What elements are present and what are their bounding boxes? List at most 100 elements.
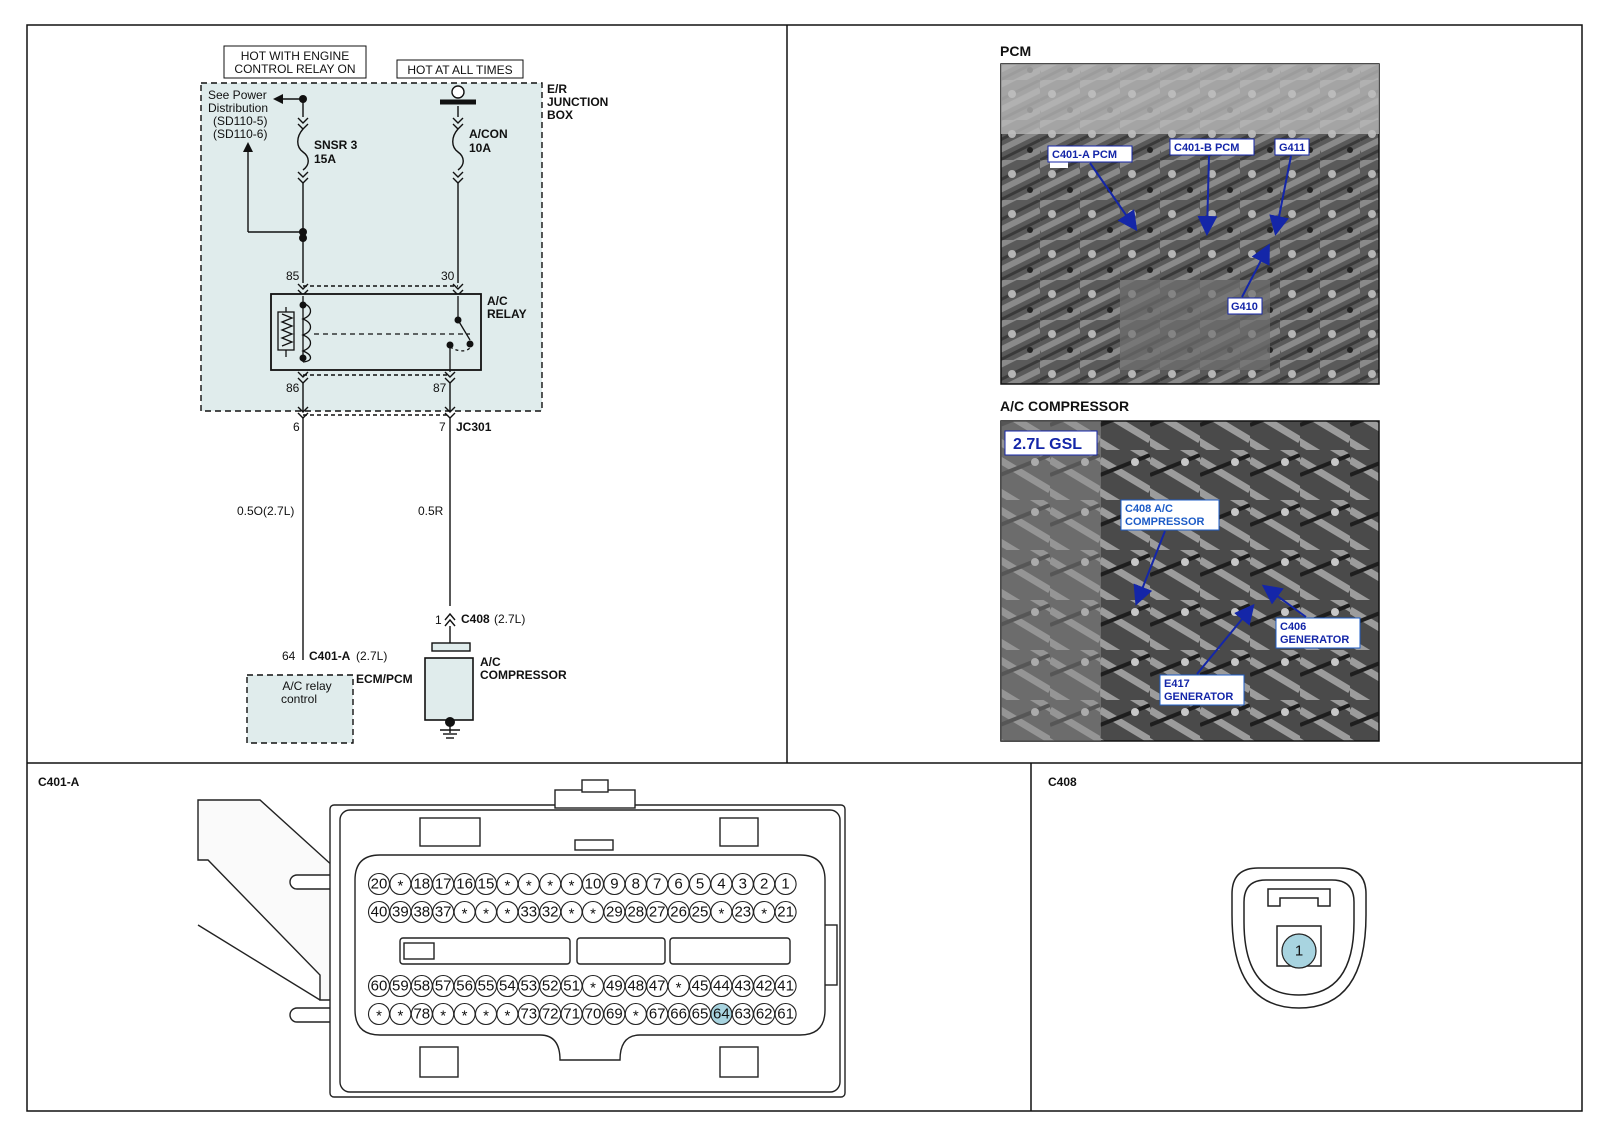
ecm-box-line1: A/C relay bbox=[282, 679, 331, 693]
c401a-pin-label: * bbox=[397, 1008, 403, 1025]
c401a-pin-label: 3 bbox=[739, 876, 747, 893]
c401a-pin-label: 47 bbox=[649, 978, 666, 995]
c401a-pin-label: * bbox=[590, 980, 596, 997]
c401a-pin-label: 72 bbox=[542, 1006, 559, 1023]
callout-c408-line1: C408 A/C bbox=[1125, 503, 1173, 515]
ecm-label: ECM/PCM bbox=[356, 672, 413, 686]
supply-relay-line2: CONTROL RELAY ON bbox=[234, 62, 355, 76]
c401a-pin-label: 64 bbox=[713, 1006, 730, 1023]
callout-c406-line2: GENERATOR bbox=[1280, 634, 1349, 646]
pcm-photo-title: PCM bbox=[1000, 43, 1031, 59]
c401a-pin-label: 29 bbox=[606, 904, 623, 921]
c401a-pin-label: * bbox=[676, 980, 682, 997]
c401a-pin-label: 41 bbox=[777, 978, 794, 995]
c401a-pin-label: 1 bbox=[781, 876, 789, 893]
c401a-pin-label: 21 bbox=[777, 904, 794, 921]
callout-c401b-pcm: C401-B PCM bbox=[1174, 142, 1239, 154]
c401a-pin bbox=[774, 974, 797, 998]
callout-e417-line1: E417 bbox=[1164, 678, 1190, 690]
c401a-pin-label: 7 bbox=[653, 876, 661, 893]
fuse1-rating: 15A bbox=[314, 152, 336, 166]
c408-pin-label: 1 bbox=[1295, 943, 1303, 960]
c401a-pin-label: 25 bbox=[692, 904, 709, 921]
compressor-label-2: COMPRESSOR bbox=[480, 668, 567, 682]
callout-c406-line1: C406 bbox=[1280, 621, 1306, 633]
c401a-pin-label: * bbox=[633, 1008, 639, 1025]
c401a-pin-label: * bbox=[569, 906, 575, 923]
c401a-pin-label: * bbox=[462, 1008, 468, 1025]
c401a-pin-label: 40 bbox=[371, 904, 388, 921]
relay-pin-30: 30 bbox=[441, 269, 455, 283]
c408-pin: 1 bbox=[435, 613, 442, 627]
c401a-pin-label: 54 bbox=[499, 978, 516, 995]
c401a-pin-label: 61 bbox=[777, 1006, 794, 1023]
c401a-pin-label: 15 bbox=[478, 876, 495, 893]
c401a-pin-label: 43 bbox=[734, 978, 751, 995]
callout-e417-line2: GENERATOR bbox=[1164, 691, 1233, 703]
c401a-pin-label: 16 bbox=[456, 876, 473, 893]
engine-badge: 2.7L GSL bbox=[1013, 436, 1082, 453]
compressor-photo-title: A/C COMPRESSOR bbox=[1000, 398, 1129, 414]
c401a-pin-label: 59 bbox=[392, 978, 409, 995]
c401a-pin-label: 78 bbox=[413, 1006, 430, 1023]
c401a-pin-label: 65 bbox=[692, 1006, 709, 1023]
c401a-pin-label: * bbox=[483, 1008, 489, 1025]
c401a-name: C401-A bbox=[309, 649, 351, 663]
c401a-pin-label: 67 bbox=[649, 1006, 666, 1023]
c401a-pin-label: 18 bbox=[413, 876, 430, 893]
c408-connector-panel: C408 1 bbox=[1048, 775, 1367, 1009]
ecm-box bbox=[246, 674, 354, 744]
c401a-pin-label: 23 bbox=[734, 904, 751, 921]
c401a-pin-label: 38 bbox=[413, 904, 430, 921]
supply-always-label: HOT AT ALL TIMES bbox=[407, 63, 512, 77]
relay-pin-87: 87 bbox=[433, 381, 447, 395]
c401a-pin-label: * bbox=[462, 906, 468, 923]
c401a-pin-label: 20 bbox=[371, 876, 388, 893]
relay-name-2: RELAY bbox=[487, 307, 527, 321]
c401a-pin-label: 5 bbox=[696, 876, 704, 893]
c401a-pin-label: * bbox=[397, 878, 403, 895]
relay-pin-85: 85 bbox=[286, 269, 300, 283]
junction-box-label-2: JUNCTION bbox=[547, 95, 608, 109]
callout-c408-line2: COMPRESSOR bbox=[1125, 516, 1205, 528]
c401a-pin bbox=[774, 1002, 797, 1026]
c401a-pin-label: 10 bbox=[585, 876, 602, 893]
c401a-connector-panel: C401-A 20*1 bbox=[38, 775, 846, 1098]
junction-box-label-1: E/R bbox=[547, 82, 567, 96]
c401a-pin-label: 27 bbox=[649, 904, 666, 921]
c401a-pin bbox=[774, 900, 797, 924]
c401a-pin-label: 60 bbox=[371, 978, 388, 995]
c401a-pin-label: * bbox=[504, 906, 510, 923]
c401a-pin-label: 28 bbox=[627, 904, 644, 921]
c401a-pin-label: * bbox=[718, 906, 724, 923]
c401a-pin-label: 33 bbox=[520, 904, 537, 921]
c401a-pin-label: 45 bbox=[692, 978, 709, 995]
junction-box-label-3: BOX bbox=[547, 108, 573, 122]
c401a-pin-label: * bbox=[590, 906, 596, 923]
compressor-photo-panel: A/C COMPRESSOR 2.7L GSL C408 A/C COMPRES… bbox=[1000, 398, 1380, 742]
c401a-pin-label: 73 bbox=[520, 1006, 537, 1023]
c401a-pin-label: * bbox=[376, 1008, 382, 1025]
jc-pin-6: 6 bbox=[293, 420, 300, 434]
c408-pin-1 bbox=[1281, 933, 1317, 969]
c401a-pin-label: * bbox=[547, 878, 553, 895]
see-power-3: (SD110-5) bbox=[213, 114, 267, 128]
c401a-pin-label: 32 bbox=[542, 904, 559, 921]
c401a-pin-label: * bbox=[569, 878, 575, 895]
c401a-pin-label: 55 bbox=[478, 978, 495, 995]
c401a-pin-label: 52 bbox=[542, 978, 559, 995]
c401a-pin-label: 6 bbox=[674, 876, 682, 893]
c401a-pin-label: * bbox=[526, 878, 532, 895]
page-frame bbox=[26, 24, 1583, 1112]
c401a-pin-label: 70 bbox=[585, 1006, 602, 1023]
compressor-symbol bbox=[424, 642, 474, 739]
c401a-pin-label: 44 bbox=[713, 978, 730, 995]
c401a-pin-label: * bbox=[483, 906, 489, 923]
c401a-pin-label: 8 bbox=[632, 876, 640, 893]
c401a-pin-label: 2 bbox=[760, 876, 768, 893]
c401a-pin-label: 17 bbox=[435, 876, 452, 893]
c401a-pin-label: * bbox=[761, 906, 767, 923]
schematic: HOT WITH ENGINE CONTROL RELAY ON HOT AT … bbox=[200, 45, 608, 744]
c401a-pin: 64 bbox=[282, 649, 296, 663]
